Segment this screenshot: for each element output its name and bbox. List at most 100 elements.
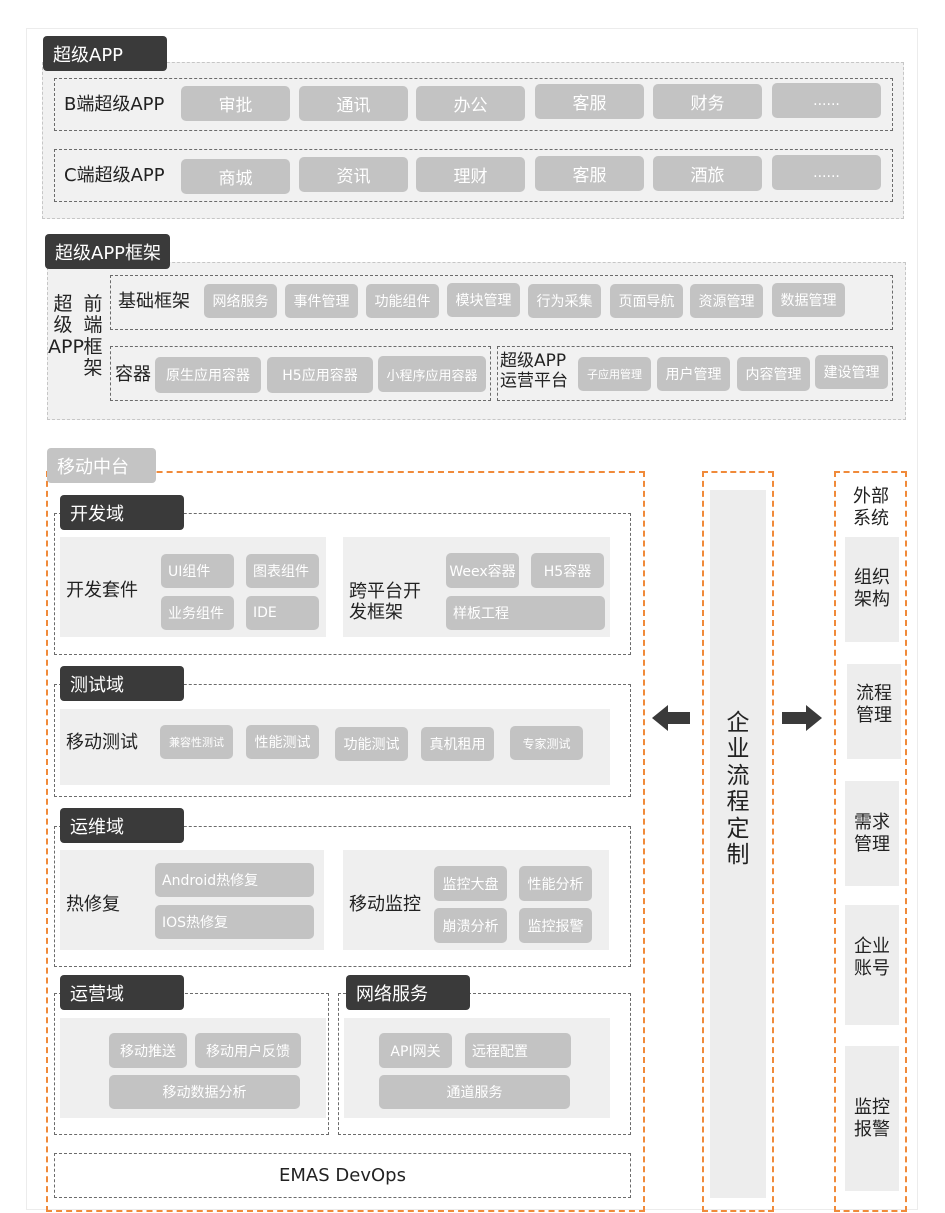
- ops-platform-label: 超级APP 运营平台: [500, 351, 568, 391]
- ops-domain-title: 运维域: [60, 808, 184, 843]
- c-item-service: 客服: [535, 156, 644, 191]
- cross-template: 样板工程: [446, 596, 605, 630]
- external-item-account-box: [845, 905, 899, 1025]
- c-super-app-row: [54, 149, 893, 202]
- devops-label: EMAS DevOps: [279, 1165, 406, 1186]
- c-item-mall: 商城: [181, 159, 290, 194]
- container-label: 容器: [115, 363, 151, 385]
- external-title: 外部 系统: [853, 486, 889, 529]
- ops-build: 建设管理: [815, 355, 888, 389]
- external-item-account: 企业 账号: [854, 936, 890, 979]
- b-super-app-row: [54, 78, 893, 131]
- base-resource: 资源管理: [690, 284, 763, 318]
- dev-kit-chart: 图表组件: [246, 554, 319, 588]
- external-item-process: 流程 管理: [856, 683, 892, 726]
- test-compat: 兼容性测试: [160, 725, 233, 759]
- dev-domain-title: 开发域: [60, 495, 184, 530]
- test-domain-box: [54, 684, 631, 797]
- c-item-hotel: 酒旅: [653, 156, 762, 191]
- ops-subapp: 子应用管理: [578, 357, 651, 391]
- external-item-process-box: [847, 664, 901, 759]
- framework-side-label-2: 前 端 框 架: [83, 293, 103, 379]
- mobile-center-title: 移动中台: [47, 448, 156, 483]
- external-item-org: 组织 架构: [854, 567, 890, 610]
- external-item-requirement: 需求 管理: [854, 812, 890, 855]
- dev-kit-business: 业务组件: [161, 596, 234, 630]
- external-item-requirement-box: [845, 781, 899, 886]
- base-module: 模块管理: [447, 283, 520, 317]
- network-title: 网络服务: [346, 975, 470, 1010]
- external-item-monitor-box: [845, 1046, 899, 1191]
- enterprise-border: [702, 471, 774, 1212]
- diagram-frame: [26, 28, 918, 1210]
- base-framework-box: [110, 275, 893, 330]
- base-component: 功能组件: [366, 284, 439, 318]
- ops-platform-box: [497, 346, 893, 401]
- container-miniapp: 小程序应用容器: [378, 356, 486, 392]
- b-item-approval: 审批: [181, 86, 290, 121]
- container-h5: H5应用容器: [267, 357, 373, 393]
- ops-user: 用户管理: [657, 357, 730, 391]
- test-func: 功能测试: [335, 727, 408, 761]
- c-item-news: 资讯: [299, 157, 408, 192]
- monitor-crash: 崩溃分析: [434, 908, 507, 943]
- base-event: 事件管理: [285, 284, 358, 318]
- base-navigation: 页面导航: [610, 284, 683, 318]
- monitor-perf: 性能分析: [519, 866, 592, 901]
- operation-push: 移动推送: [109, 1033, 187, 1068]
- container-box: [110, 346, 491, 401]
- operation-domain-title: 运营域: [60, 975, 184, 1010]
- enterprise-label: 企 业 流 程 定 制: [726, 710, 750, 869]
- dev-kit-ui: UI组件: [161, 554, 234, 588]
- super-app-title: 超级APP: [43, 36, 167, 71]
- base-data: 数据管理: [772, 283, 845, 317]
- c-row-label: C端超级APP: [64, 164, 165, 186]
- cross-weex: Weex容器: [446, 553, 519, 588]
- hotfix-label: 热修复: [66, 893, 120, 915]
- hotfix-ios: IOS热修复: [155, 905, 314, 939]
- network-remote-config: 远程配置: [465, 1033, 571, 1068]
- test-expert: 专家测试: [510, 726, 583, 760]
- framework-side-label-1: 超 级 APP: [48, 293, 84, 358]
- ops-domain-box: [54, 826, 631, 967]
- b-item-service: 客服: [535, 84, 644, 119]
- b-item-office: 办公: [416, 86, 525, 121]
- base-network: 网络服务: [204, 284, 277, 318]
- test-perf: 性能测试: [246, 725, 319, 759]
- network-gateway: API网关: [379, 1033, 452, 1068]
- external-item-org-box: [845, 537, 899, 642]
- external-border: [834, 471, 907, 1212]
- b-row-label: B端超级APP: [64, 93, 165, 115]
- monitor-label: 移动监控: [349, 893, 421, 915]
- test-label: 移动测试: [66, 731, 138, 753]
- test-device: 真机租用: [421, 727, 494, 761]
- dev-kit-label: 开发套件: [66, 579, 138, 601]
- dev-kit-ide: IDE: [246, 596, 319, 630]
- operation-domain-box: [54, 993, 329, 1135]
- hotfix-android: Android热修复: [155, 863, 314, 897]
- monitor-dashboard: 监控大盘: [434, 866, 507, 901]
- cross-platform-label: 跨平台开 发框架: [349, 581, 421, 623]
- ops-content: 内容管理: [737, 357, 810, 391]
- network-box: [338, 993, 631, 1135]
- mobile-center-border: [46, 471, 645, 1212]
- left-arrow-icon: [652, 705, 690, 731]
- enterprise-column: [710, 490, 766, 1198]
- base-framework-label: 基础框架: [118, 290, 190, 312]
- network-channel: 通道服务: [379, 1075, 570, 1109]
- base-behavior: 行为采集: [528, 284, 601, 318]
- b-item-finance: 财务: [653, 84, 762, 119]
- operation-feedback: 移动用户反馈: [195, 1033, 301, 1068]
- c-item-wealth: 理财: [416, 157, 525, 192]
- external-item-monitor: 监控 报警: [854, 1097, 890, 1140]
- devops-box: EMAS DevOps: [54, 1153, 631, 1198]
- framework-title: 超级APP框架: [45, 234, 170, 269]
- c-item-more: ......: [772, 155, 881, 190]
- b-item-communication: 通讯: [299, 86, 408, 121]
- right-arrow-icon: [782, 705, 822, 731]
- dev-domain-box: [54, 513, 631, 655]
- operation-analytics: 移动数据分析: [109, 1075, 300, 1109]
- cross-h5: H5容器: [531, 553, 604, 588]
- test-domain-title: 测试域: [60, 666, 184, 701]
- container-native: 原生应用容器: [155, 357, 261, 393]
